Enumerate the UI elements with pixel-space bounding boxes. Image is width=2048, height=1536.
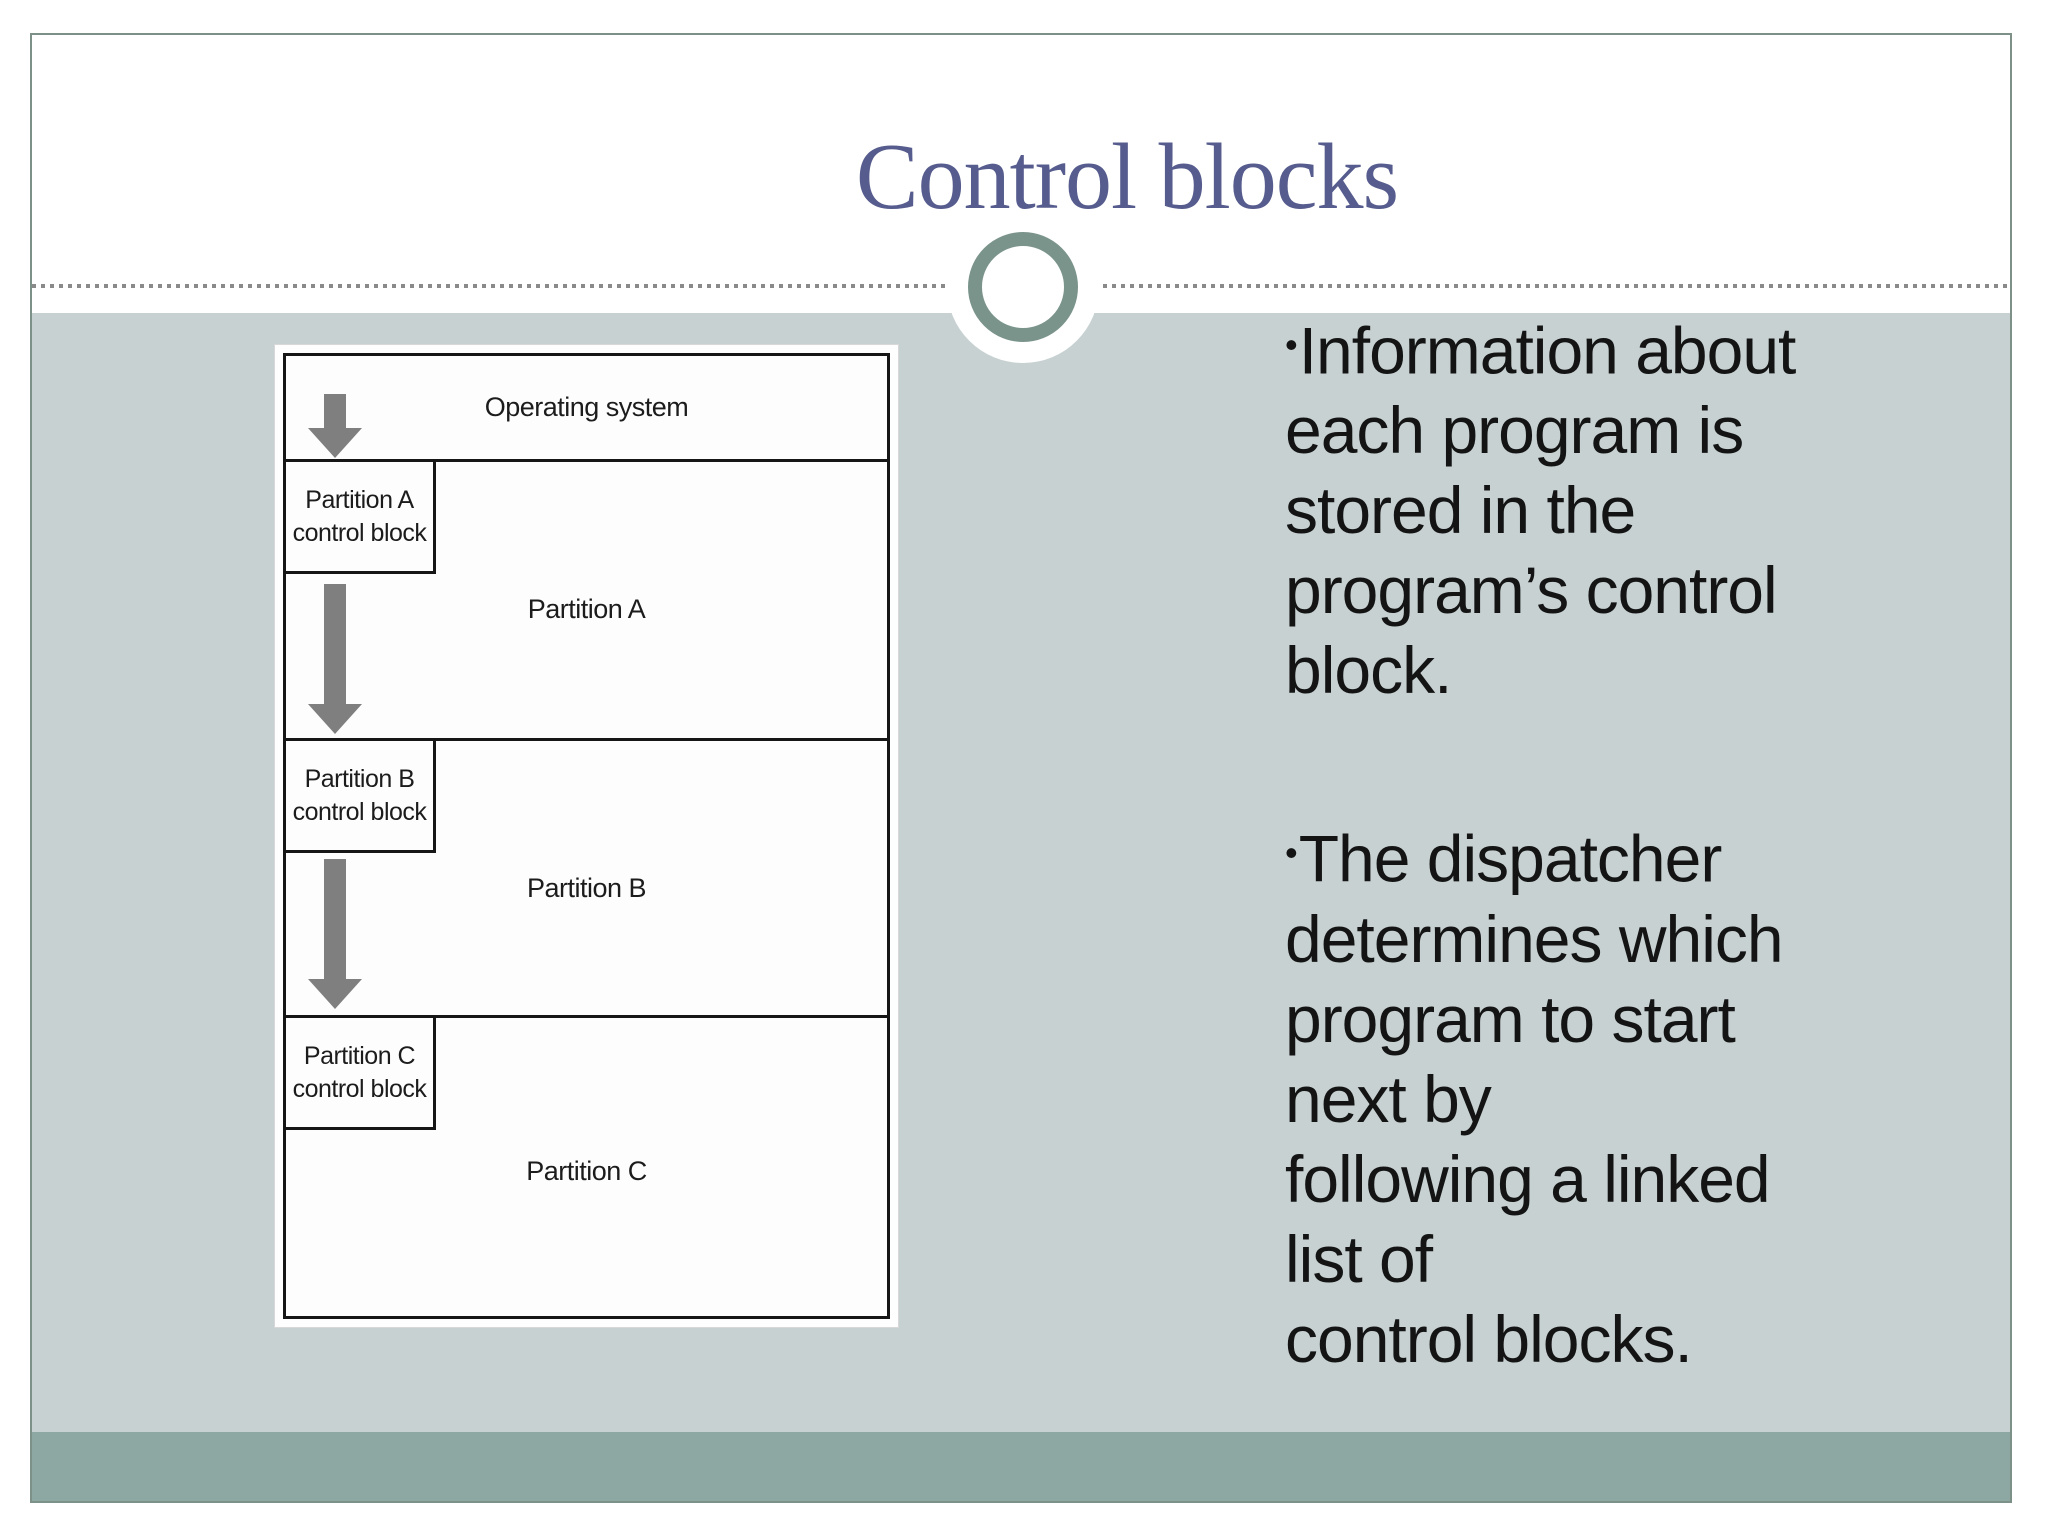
divider-line xyxy=(286,1015,887,1018)
partition-c-area-label: Partition C xyxy=(526,1156,647,1186)
bullet-marker: • xyxy=(1285,832,1298,874)
partition-b-area-label: Partition B xyxy=(526,873,647,903)
bullet-line: •The dispatcher xyxy=(1285,813,1795,898)
partition-c-control-block-label: control block xyxy=(292,1074,427,1103)
slide: Control blocks Operating system Partitio… xyxy=(30,33,2012,1503)
memory-diagram-box: Operating system Partition A control blo… xyxy=(283,353,890,1319)
divider-line xyxy=(286,459,887,462)
bullet-line-text: determines which xyxy=(1285,901,1784,976)
partition-a-area-label: Partition A xyxy=(527,594,646,624)
operating-system-label: Operating system xyxy=(484,392,689,422)
bullet-line-text: following a linked xyxy=(1285,1141,1771,1216)
down-arrow-icon xyxy=(308,394,362,458)
partition-b-control-block-box: Partition B control block xyxy=(286,741,436,853)
bullet-line: •Information about xyxy=(1285,305,1797,390)
bullet-line-text: each program is xyxy=(1285,393,1744,468)
partition-b-control-block-label: Partition B xyxy=(304,764,415,793)
bullet-line-text: The dispatcher xyxy=(1298,821,1723,896)
bullet-text-block: •Information about each program is store… xyxy=(1285,305,1797,1379)
partition-a-control-block-box: Partition A control block xyxy=(286,462,436,574)
down-arrow-icon xyxy=(308,859,362,1009)
down-arrow-icon xyxy=(308,584,362,734)
partition-c-control-block-box: Partition C control block xyxy=(286,1018,436,1130)
bullet-line-text: block. xyxy=(1285,633,1452,708)
bottom-band xyxy=(32,1432,2010,1501)
bullet-line-text: program’s control xyxy=(1285,553,1778,628)
memory-partition-figure: Operating system Partition A control blo… xyxy=(274,344,899,1328)
partition-b-control-block-label: control block xyxy=(292,797,427,826)
page-title: Control blocks xyxy=(855,125,1399,229)
divider-line xyxy=(286,738,887,741)
bullet-line-text: stored in the xyxy=(1285,473,1636,548)
partition-c-control-block-label: Partition C xyxy=(303,1041,416,1070)
partition-a-control-block-label: control block xyxy=(292,518,427,547)
bullet-line-text: program to start xyxy=(1285,981,1736,1056)
bullet-line-text: next by xyxy=(1285,1061,1492,1136)
operating-system-row: Operating system xyxy=(286,356,887,459)
bullet-line-text: control blocks. xyxy=(1285,1301,1693,1376)
partition-a-control-block-label: Partition A xyxy=(305,485,414,514)
bullet-line-text: list of xyxy=(1285,1221,1433,1296)
ring-ornament-icon xyxy=(968,232,1078,342)
bullet-paragraph: •The dispatcher determines which program… xyxy=(1285,813,1795,1378)
bullet-line-text: Information about xyxy=(1298,313,1797,388)
bullet-marker: • xyxy=(1285,324,1298,365)
bullet-paragraph: •Information about each program is store… xyxy=(1285,305,1797,710)
